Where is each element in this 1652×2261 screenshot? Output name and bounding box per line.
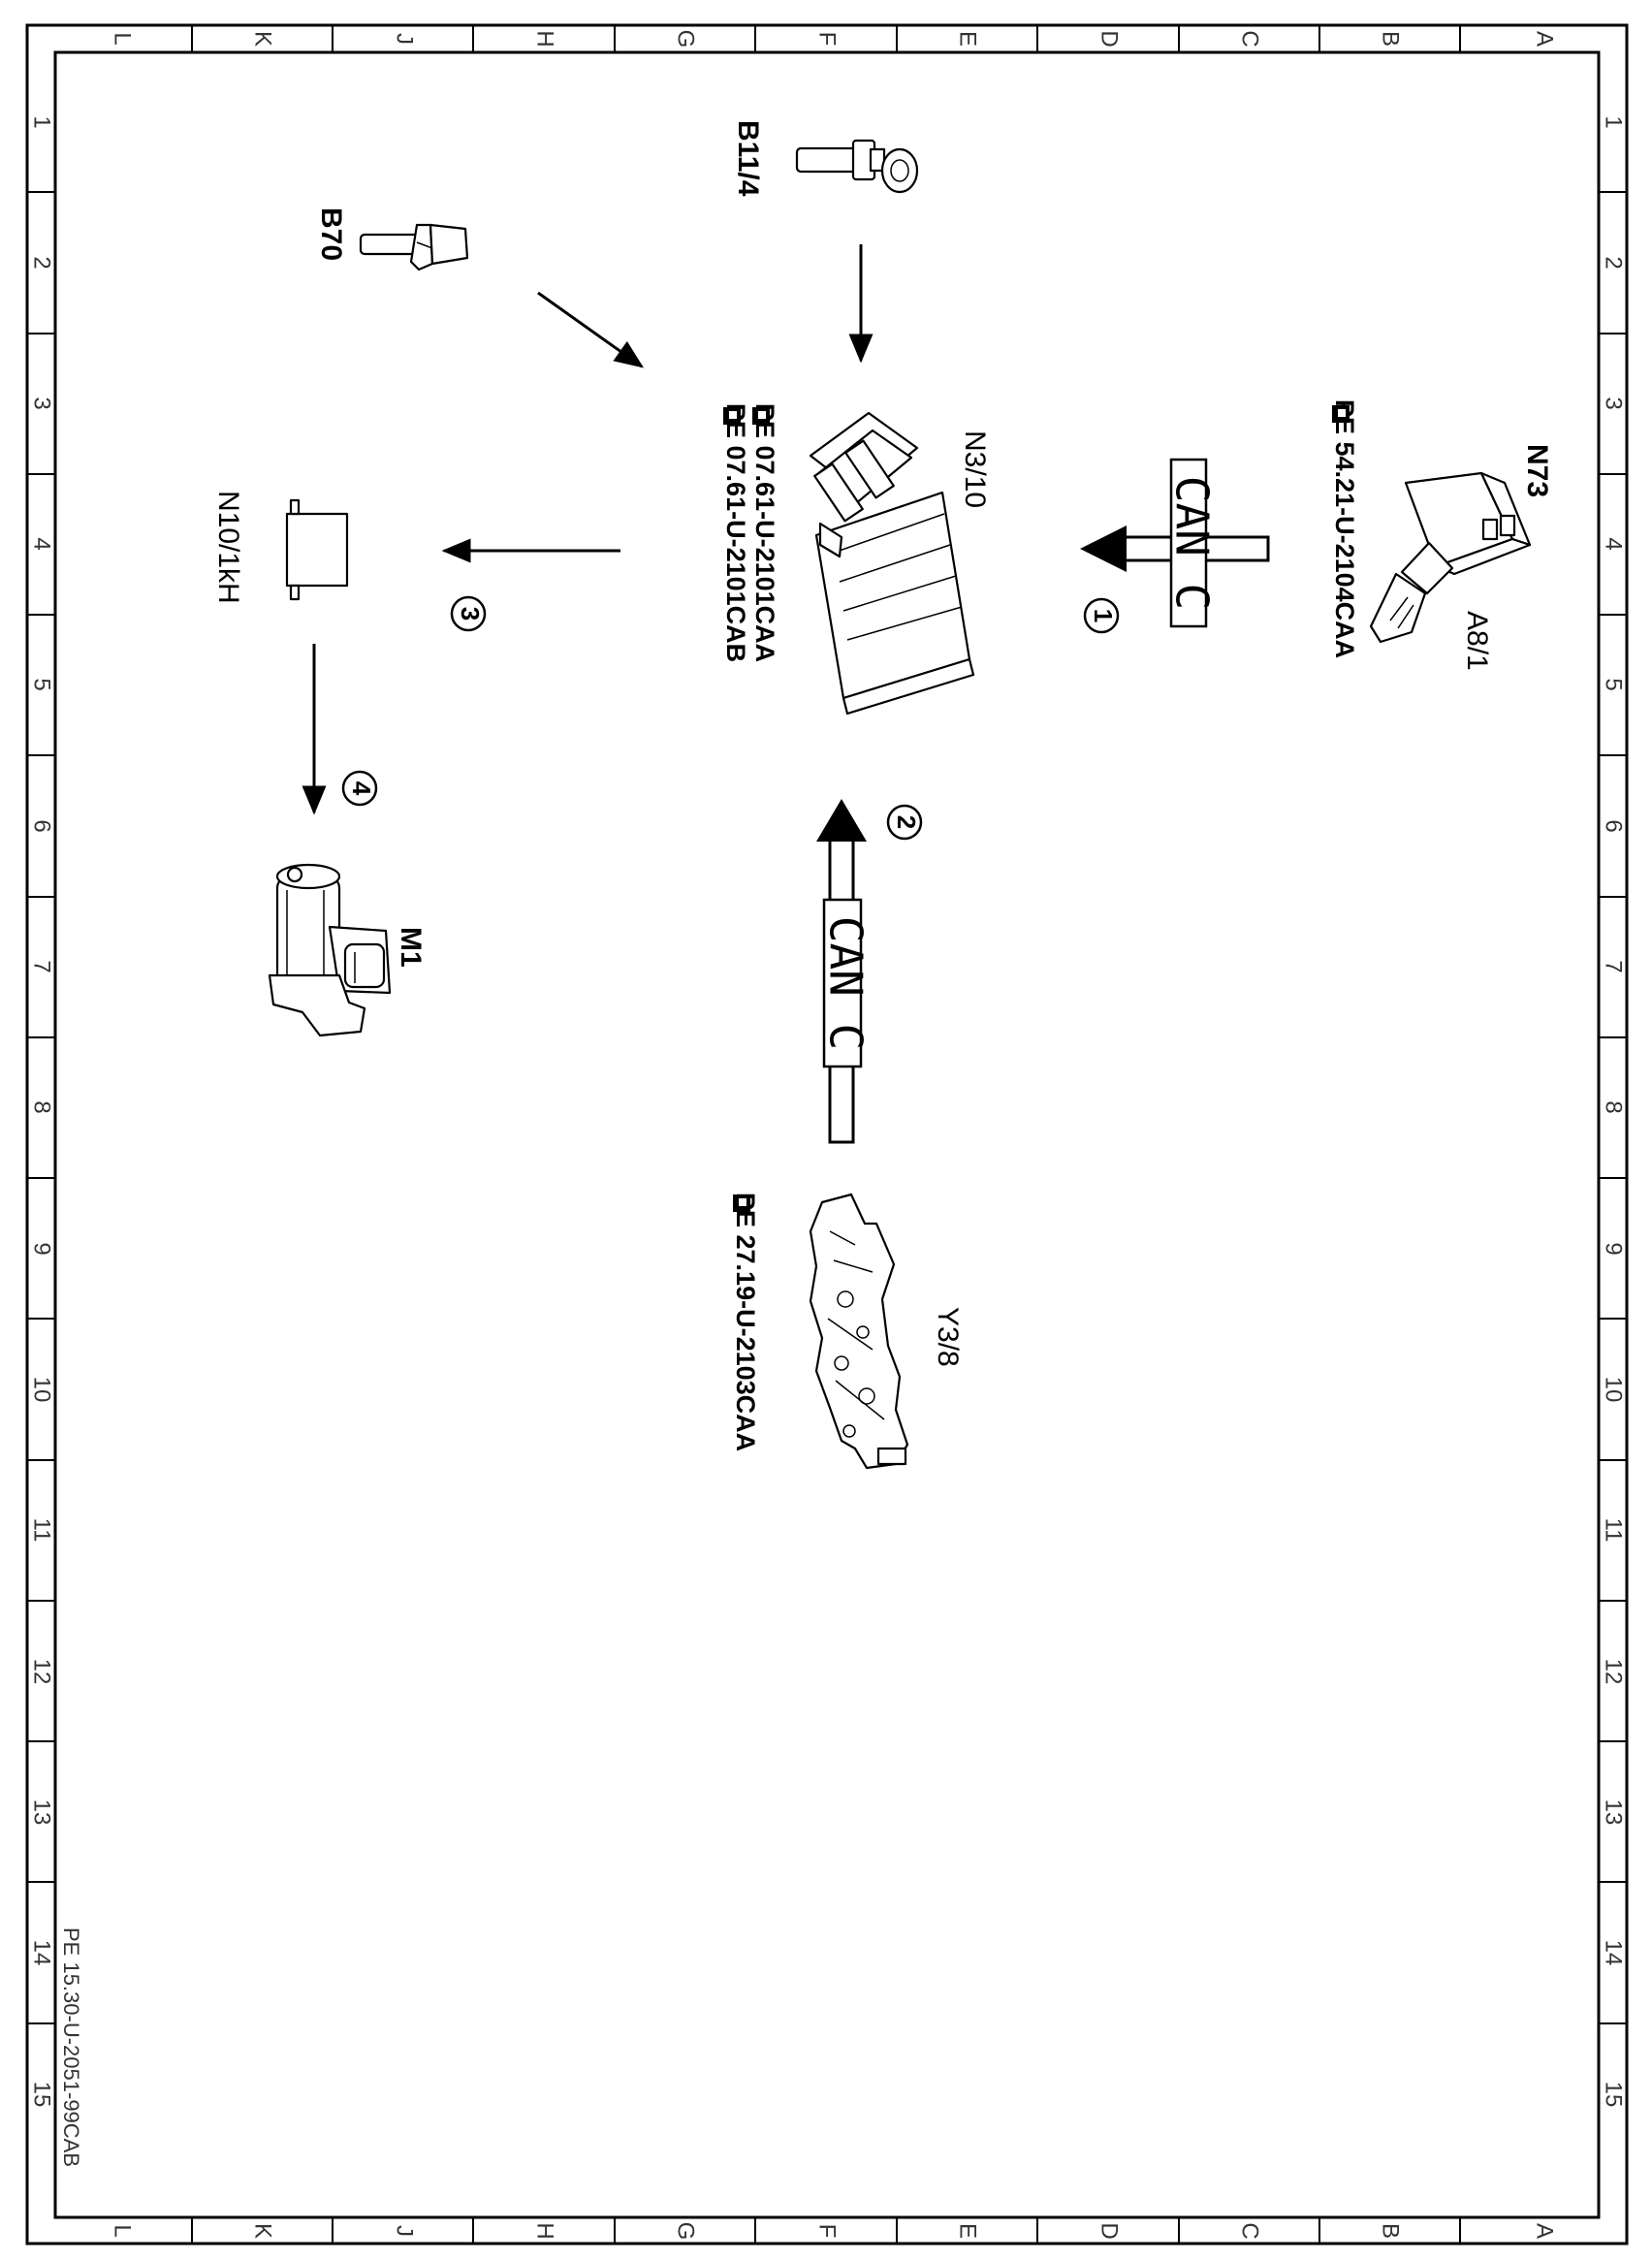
n3-10-reference-a[interactable]: PE 07.61-U-2101CAA (750, 403, 779, 662)
row-label: 4 (29, 537, 55, 550)
n3-10-ecu[interactable] (809, 411, 975, 716)
column-label: F (814, 2224, 841, 2239)
step-number: 2 (892, 815, 921, 829)
row-label: 15 (29, 2082, 55, 2108)
y3-8-control-unit[interactable] (809, 1193, 909, 1470)
can-c-bus-bottom-label: CAN C (820, 916, 873, 1050)
column-label: B (1378, 31, 1404, 47)
step-number: 1 (1089, 609, 1118, 622)
row-label: 11 (29, 1518, 55, 1543)
reference-hand-icon (1332, 405, 1350, 423)
column-label: B (1378, 2223, 1404, 2239)
document-reference: PE 15.30-U-2051-99CAB (59, 1927, 83, 2167)
column-label: K (250, 2223, 276, 2239)
column-label: F (814, 32, 841, 47)
row-label: 6 (1601, 819, 1627, 832)
row-label: 12 (29, 1659, 55, 1685)
row-label: 12 (1601, 1659, 1627, 1685)
column-label: H (532, 30, 558, 47)
column-dividers (191, 25, 1461, 2244)
m1-label: M1 (395, 927, 427, 968)
column-label: K (250, 31, 276, 47)
row-label: 1 (1601, 115, 1627, 128)
n3-10-reference-b[interactable]: PE 07.61-U-2101CAB (721, 403, 750, 662)
row-label: 9 (1601, 1242, 1627, 1255)
step-marker-2: 2 (886, 804, 923, 841)
n10-1kh-relay[interactable] (285, 498, 349, 601)
column-label: J (392, 2225, 418, 2237)
row-label: 5 (1601, 678, 1627, 690)
row-label: 3 (29, 397, 55, 409)
column-labels-top: L K J H G F E D C B A (110, 30, 1558, 48)
reference-hand-icon (723, 407, 741, 425)
n73-ignition-switch[interactable] (1404, 471, 1532, 576)
column-label: E (955, 2223, 981, 2239)
row-label: 3 (1601, 397, 1627, 409)
column-label: C (1237, 30, 1263, 47)
y3-8-reference[interactable]: PE 27.19-U-2103CAA (731, 1193, 760, 1451)
row-label: 15 (1601, 2082, 1627, 2108)
column-label: J (392, 33, 418, 45)
row-label: 2 (1601, 256, 1627, 269)
column-label: D (1096, 2222, 1123, 2239)
step-number: 3 (456, 607, 485, 621)
y3-8-label: Y3/8 (932, 1307, 964, 1367)
row-label: 8 (1601, 1100, 1627, 1113)
column-label: A (1532, 2223, 1558, 2239)
n3-10-references: PE 07.61-U-2101CAA PE 07.61-U-2101CAB (721, 403, 779, 662)
column-label: L (110, 32, 136, 45)
column-label: E (955, 31, 981, 47)
can-c-bus-top: CAN C (1080, 458, 1270, 628)
column-label: G (673, 30, 699, 48)
row-label: 1 (29, 115, 55, 128)
row-label: 9 (29, 1242, 55, 1255)
row-label: 10 (29, 1377, 55, 1403)
row-label: 2 (29, 256, 55, 269)
a8-1-label: A8/1 (1461, 611, 1493, 671)
row-label: 14 (1601, 1940, 1627, 1966)
n73-label: N73 (1521, 444, 1553, 497)
row-label: 13 (29, 1799, 55, 1826)
b11-4-sensor[interactable] (795, 139, 919, 194)
can-c-bus-top-label: CAN C (1166, 476, 1219, 610)
row-label: 8 (29, 1100, 55, 1113)
n10-1kh-label: N10/1kH (212, 491, 244, 604)
drawing-frame: L K J H G F E D C B A L K J H G F E D C … (25, 23, 1629, 2245)
reference-hand-icon (752, 407, 770, 425)
m1-starter-motor[interactable] (268, 863, 392, 1037)
column-label: H (532, 2222, 558, 2239)
n3-10-label: N3/10 (959, 430, 991, 508)
row-label: 13 (1601, 1799, 1627, 1826)
column-label: G (673, 2222, 699, 2241)
row-label: 7 (1601, 960, 1627, 972)
column-labels-bottom: L K J H G F E D C B A (110, 2222, 1558, 2241)
reference-hand-icon (733, 1194, 750, 1212)
column-label: D (1096, 30, 1123, 47)
b70-signal-arrow (537, 291, 645, 368)
row-label: 5 (29, 678, 55, 690)
can-c-bus-bottom: CAN C (816, 799, 873, 1144)
row-label: 14 (29, 1940, 55, 1966)
row-label: 6 (29, 819, 55, 832)
step-number: 4 (347, 781, 376, 796)
a8-1-key[interactable] (1369, 541, 1454, 644)
column-label: C (1237, 2222, 1263, 2239)
b11-4-label: B11/4 (732, 120, 764, 197)
row-labels-right: 1 2 3 4 5 6 7 8 9 10 11 12 13 14 15 (1601, 115, 1627, 2107)
row-dividers (27, 191, 1627, 2024)
row-label: 7 (29, 960, 55, 972)
column-label: L (110, 2224, 136, 2237)
step-marker-1: 1 (1083, 597, 1120, 634)
row-labels-left: 1 2 3 4 5 6 7 8 9 10 11 12 13 14 15 (29, 115, 55, 2107)
b70-sensor[interactable] (359, 223, 469, 271)
column-label: A (1532, 31, 1558, 47)
step-marker-4: 4 (341, 770, 378, 807)
row-label: 10 (1601, 1377, 1627, 1403)
step-marker-3: 3 (450, 595, 487, 632)
b70-label: B70 (315, 207, 347, 261)
row-label: 4 (1601, 537, 1627, 550)
n73-reference[interactable]: PE 54.21-U-2104CAA (1330, 399, 1359, 658)
row-label: 11 (1601, 1518, 1627, 1543)
